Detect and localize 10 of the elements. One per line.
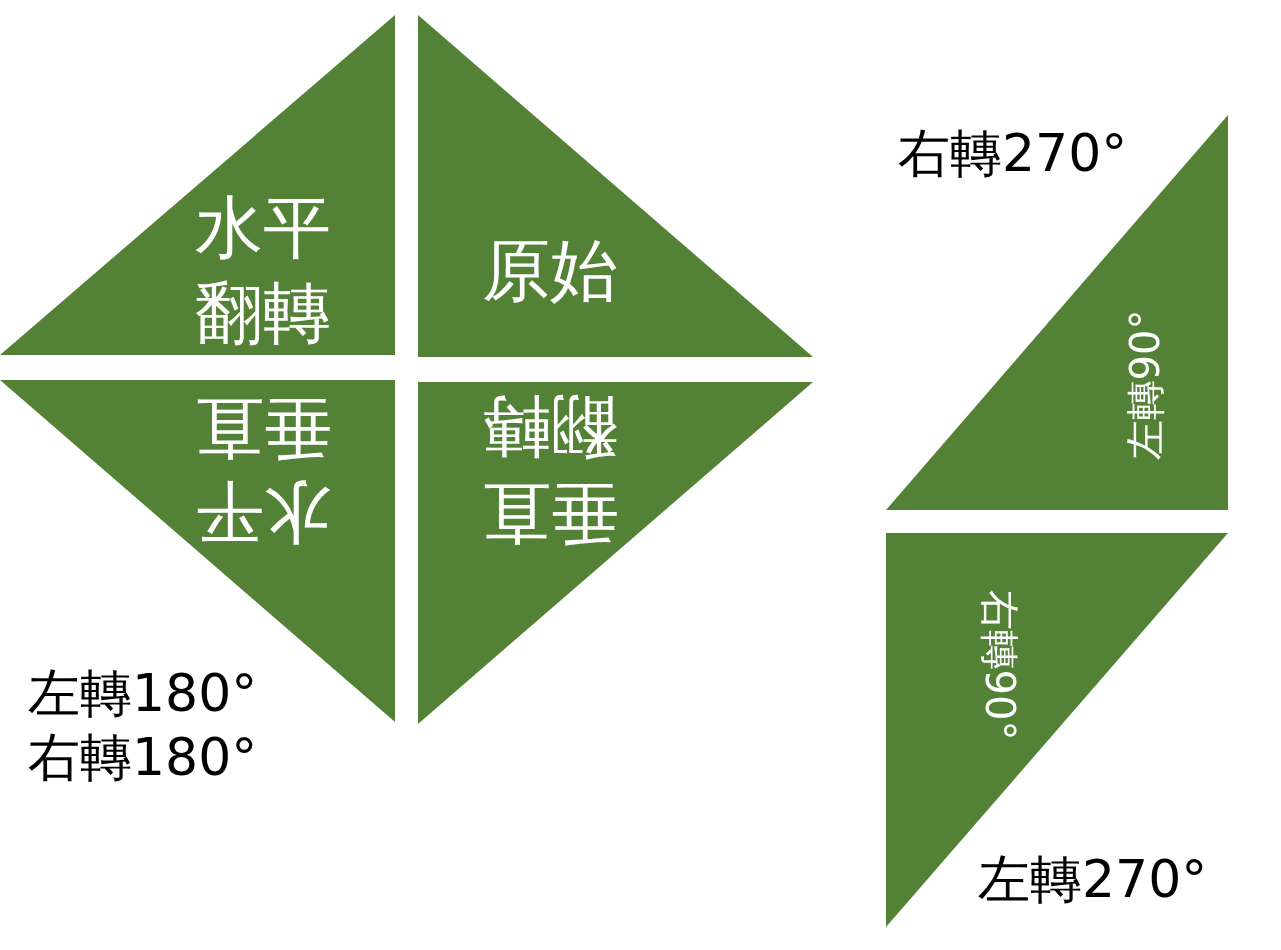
rotation-label: 左轉180° <box>28 662 258 725</box>
triangle-label: 水平垂直 <box>194 387 332 554</box>
triangle-label: 原始 <box>481 229 619 312</box>
triangle-label: 水平翻轉 <box>194 187 332 354</box>
rotation-label: 右轉270° <box>898 122 1128 185</box>
triangle-label: 左轉90° <box>1121 308 1169 463</box>
triangle-label: 右轉90° <box>976 588 1024 743</box>
triangle-label: 垂直翻轉 <box>481 387 619 554</box>
rotation-label: 左轉270° <box>978 848 1208 911</box>
rotation-label: 右轉180° <box>28 726 258 789</box>
